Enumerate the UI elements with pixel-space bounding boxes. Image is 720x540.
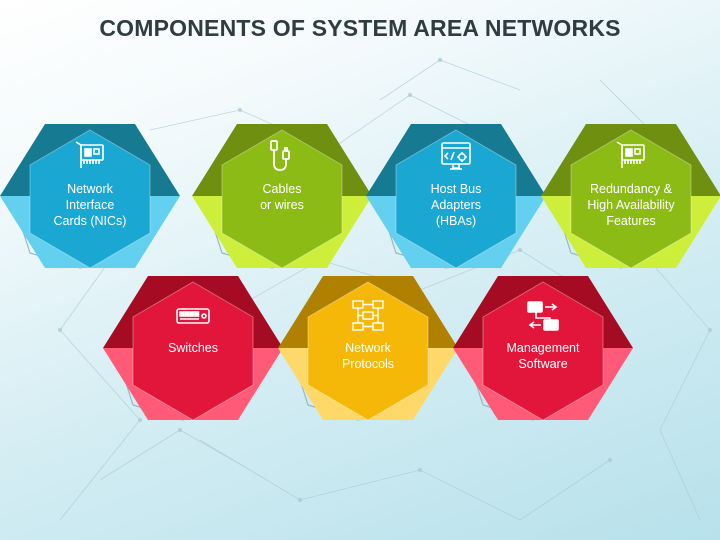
component-cables: Cables or wires bbox=[192, 118, 372, 278]
component-label: Management Software bbox=[506, 341, 580, 371]
page-title: COMPONENTS OF SYSTEM AREA NETWORKS bbox=[99, 15, 621, 41]
inner-hexagon bbox=[570, 129, 692, 269]
switch-icon bbox=[176, 308, 210, 324]
inner-hexagon bbox=[395, 129, 517, 269]
component-nic: Network Interface Cards (NICs) bbox=[0, 118, 180, 278]
component-label: Network Protocols bbox=[341, 341, 395, 371]
protocol-icon bbox=[352, 300, 384, 331]
component-label: Host Bus Adapters (HBAs) bbox=[430, 182, 482, 228]
cable-icon bbox=[270, 140, 290, 171]
component-management-software: Management Software bbox=[453, 270, 633, 430]
component-label: Network Interface Cards (NICs) bbox=[53, 182, 127, 228]
transfer-icon bbox=[527, 301, 559, 331]
component-redundancy: Redundancy & High Availability Features bbox=[541, 118, 720, 278]
component-label: Cables or wires bbox=[260, 182, 304, 212]
component-hba: Host Bus Adapters (HBAs) bbox=[366, 118, 546, 278]
component-label: Switches bbox=[167, 341, 219, 355]
inner-hexagon bbox=[482, 281, 604, 421]
code-settings-icon bbox=[441, 142, 471, 170]
network-card-icon bbox=[75, 141, 104, 168]
inner-hexagon bbox=[307, 281, 429, 421]
component-label: Redundancy & High Availability Features bbox=[587, 182, 675, 228]
network-card-icon bbox=[616, 141, 645, 168]
inner-hexagon bbox=[221, 129, 343, 269]
component-protocols: Network Protocols bbox=[278, 270, 458, 430]
inner-hexagon bbox=[29, 129, 151, 269]
inner-hexagon bbox=[132, 281, 254, 421]
component-switches: Switches bbox=[103, 270, 283, 430]
